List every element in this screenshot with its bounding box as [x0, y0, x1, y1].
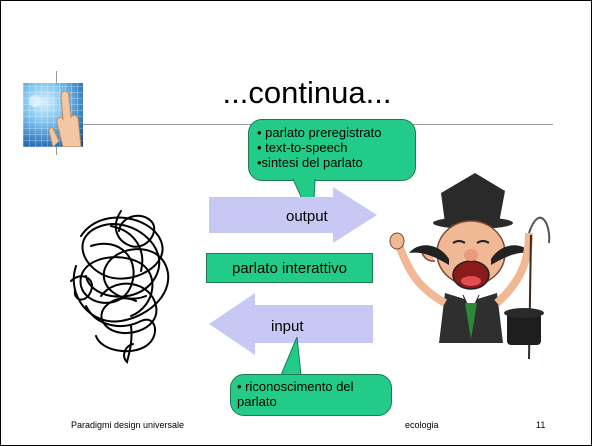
callout-line: •sintesi del parlato [257, 155, 363, 170]
slide-title: ...continua... [222, 75, 392, 110]
callout-tail [280, 337, 302, 377]
touch-hand-logo-icon [23, 83, 83, 147]
footer-right-text: ecologia [405, 420, 439, 430]
laughing-showman-cartoon-icon [389, 173, 551, 360]
callout-line: • text-to-speech [257, 140, 348, 155]
scribble-tangle-icon [70, 210, 170, 364]
footer-course-title: Paradigmi design universale [71, 420, 185, 430]
callout-line: • riconoscimento del [237, 379, 354, 394]
input-arrow [209, 293, 373, 355]
page-number: 11 [536, 420, 546, 430]
output-arrow [209, 187, 377, 243]
interactive-speech-box: parlato interattivo [206, 253, 373, 283]
input-methods-callout: • riconoscimento del parlato [230, 374, 392, 416]
input-label: input [271, 318, 304, 335]
output-methods-callout: • parlato preregistrato • text-to-speech… [248, 119, 416, 181]
callout-line: • parlato preregistrato [257, 125, 382, 140]
callout-line: parlato [237, 394, 277, 409]
output-label: output [286, 208, 328, 225]
